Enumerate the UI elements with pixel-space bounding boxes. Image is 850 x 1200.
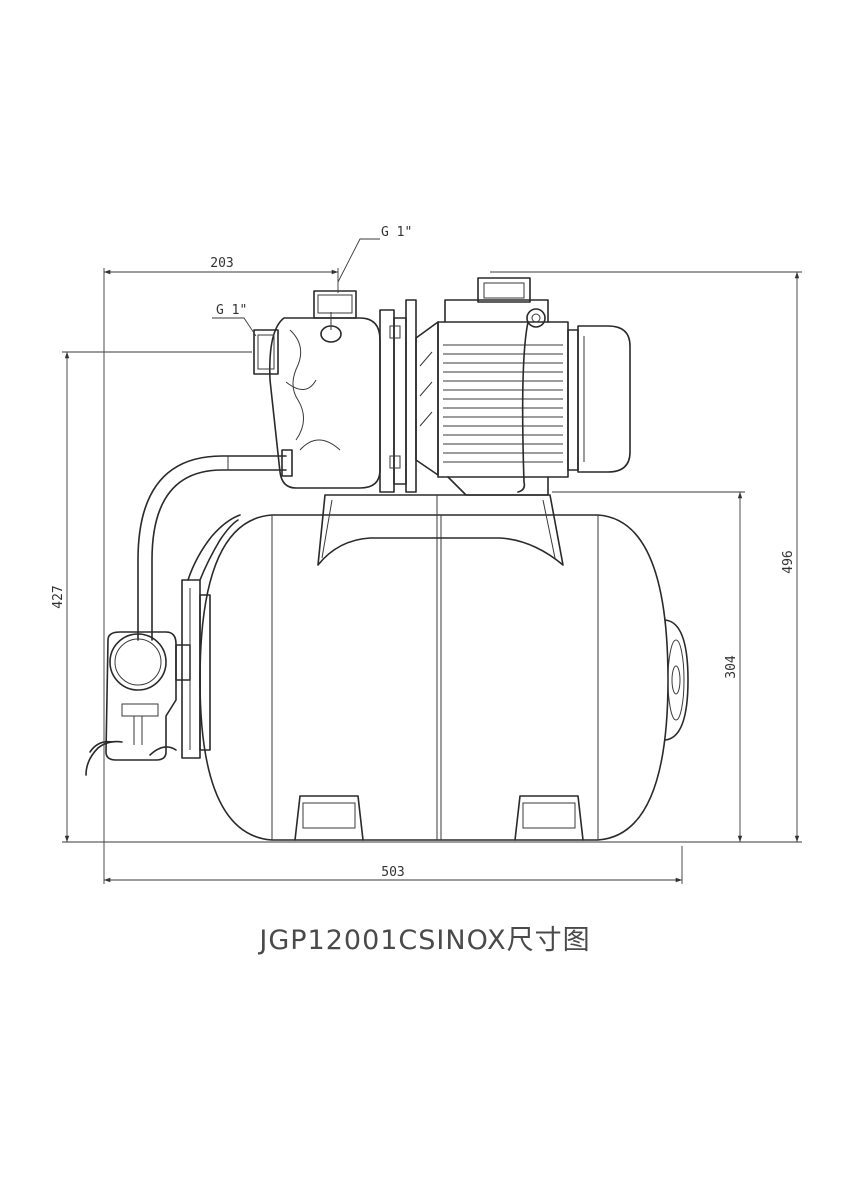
pump-bracket	[317, 494, 564, 566]
connection-hose	[137, 449, 293, 641]
pressure-tank	[199, 514, 689, 841]
dim-overall-height: 496	[781, 550, 796, 573]
dim-tank-height: 304	[724, 655, 739, 679]
drawing-caption: JGP12001CSINOX尺寸图	[259, 925, 591, 956]
pressure-switch	[85, 514, 241, 776]
pump-motor	[415, 277, 631, 496]
dim-overall-width: 503	[381, 865, 404, 880]
port-label-outlet: G 1"	[381, 225, 412, 240]
dimension-lines	[62, 238, 802, 884]
tank-feet	[294, 795, 584, 841]
dim-inlet-height: 427	[51, 585, 66, 608]
dim-inlet-to-outlet: 203	[210, 256, 233, 271]
motor-cooling-fins	[443, 344, 563, 463]
port-label-inlet: G 1"	[216, 303, 247, 318]
pump-housing	[253, 290, 417, 493]
